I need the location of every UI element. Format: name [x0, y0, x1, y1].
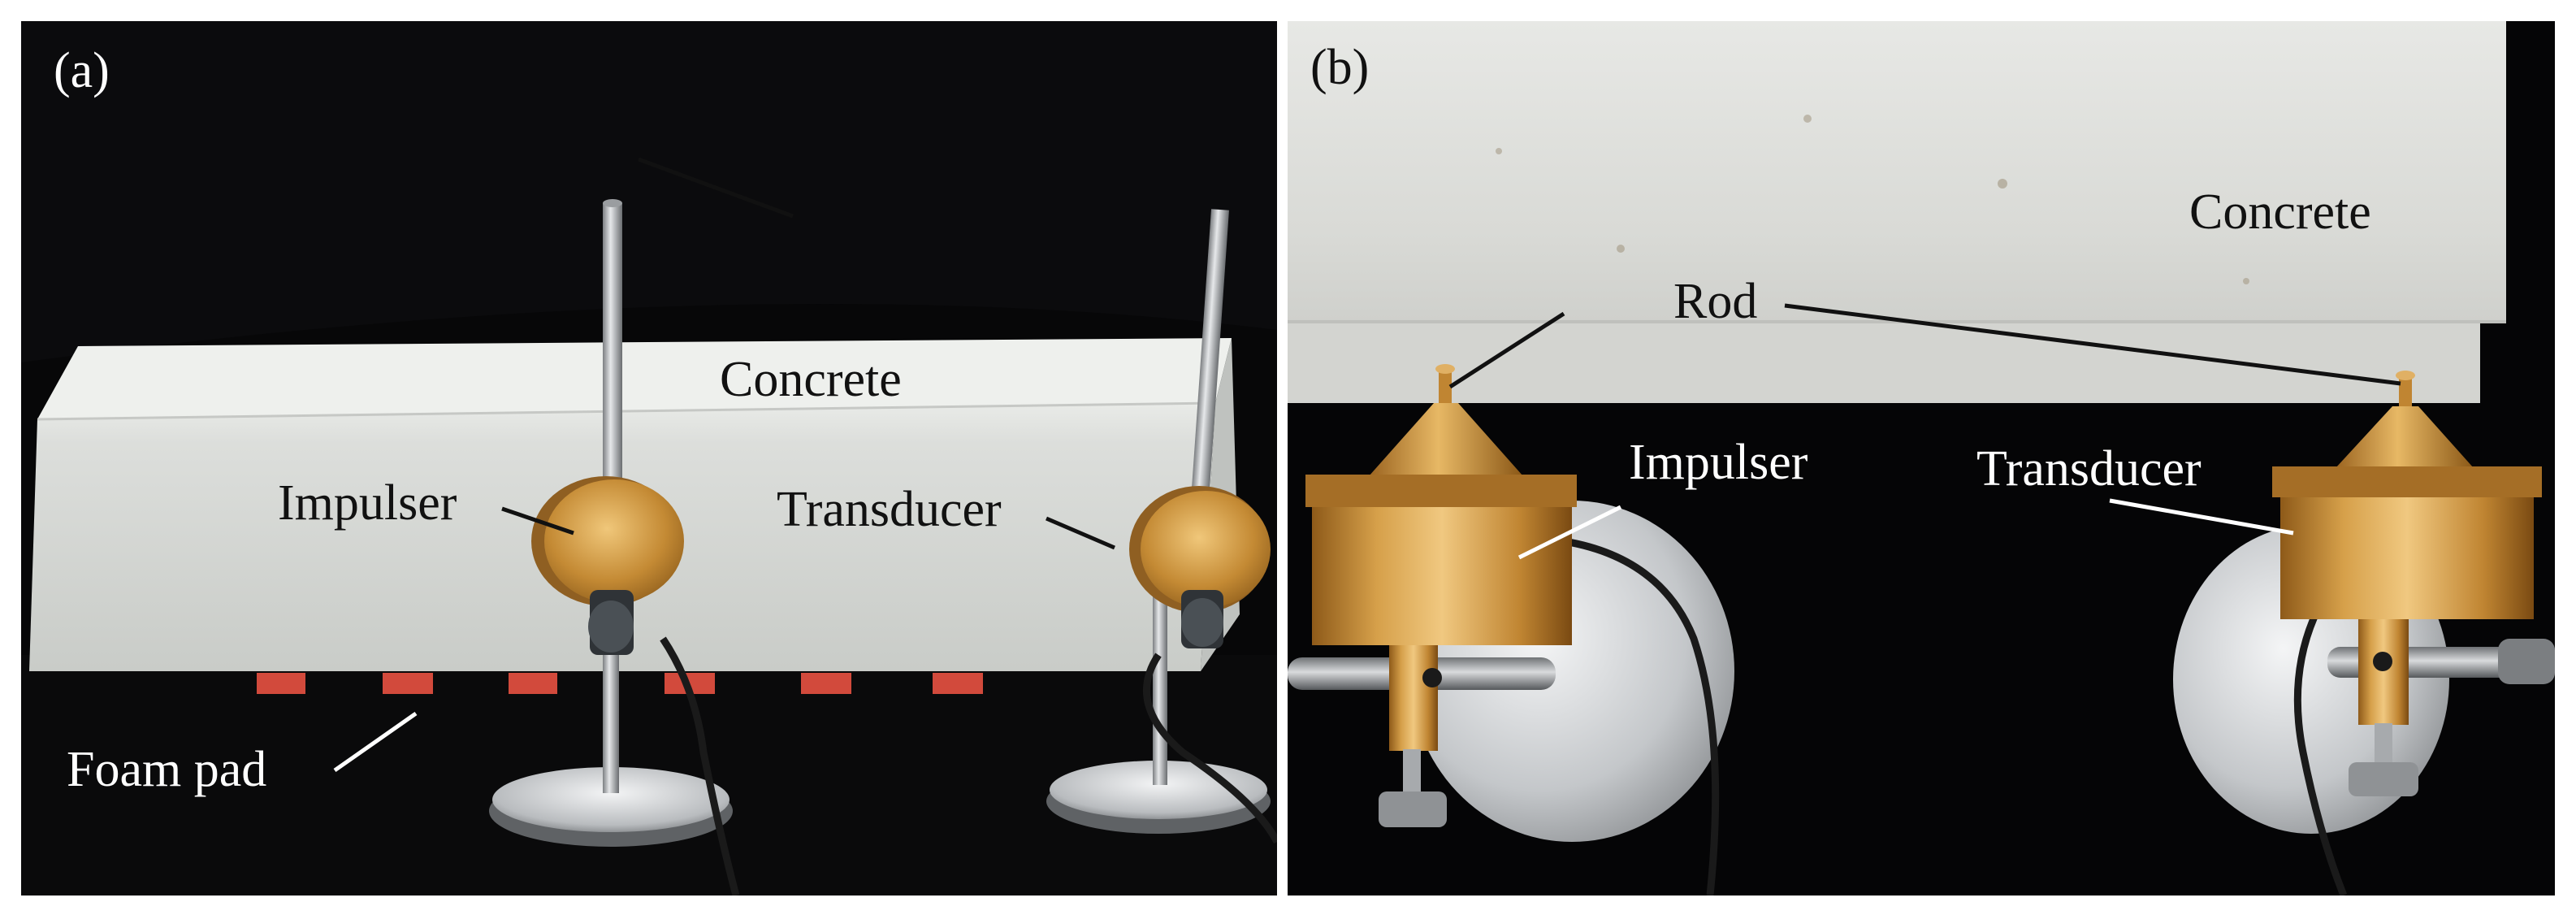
concrete-label-a: Concrete: [720, 352, 902, 407]
leader-line-impulser-b: [1517, 505, 1622, 560]
concrete-beam-b: [1288, 21, 2506, 403]
leader-line-foam-a: [333, 711, 418, 773]
transducer-label-b: Transducer: [1976, 441, 2202, 497]
leader-line-transducer-a: [1046, 516, 1115, 550]
panel-a-scene: [21, 21, 1277, 895]
leader-line-rod-left-b: [1448, 311, 1565, 389]
transducer-stand-a: [1046, 209, 1277, 844]
leader-line-impulser-a: [501, 506, 574, 536]
leader-line-top-a: [638, 157, 794, 219]
leader-line-transducer-b: [2109, 498, 2294, 536]
panel-b-scene: [1288, 21, 2555, 895]
panel-b-tag: (b): [1310, 40, 1370, 95]
transducer-device-b: [2173, 371, 2555, 895]
leader-line-rod-right-b: [1784, 303, 2401, 386]
transducer-label-a: Transducer: [777, 482, 1002, 537]
impulser-stand-a: [489, 199, 740, 895]
panel-b-photo: (b) Concrete Rod Impulser Transducer: [1288, 21, 2555, 895]
panel-a-photo: (a) Concrete Impulser Transducer Foam pa…: [21, 21, 1277, 895]
panel-a-tag: (a): [54, 43, 110, 98]
impulser-label-a: Impulser: [278, 475, 457, 531]
impulser-label-b: Impulser: [1629, 435, 1808, 490]
impulser-device-b: [1288, 364, 1734, 895]
foam-pads: [257, 673, 983, 694]
concrete-label-b: Concrete: [2189, 184, 2371, 240]
rod-label-b: Rod: [1673, 274, 1758, 329]
foam-pad-label-a: Foam pad: [67, 742, 267, 797]
